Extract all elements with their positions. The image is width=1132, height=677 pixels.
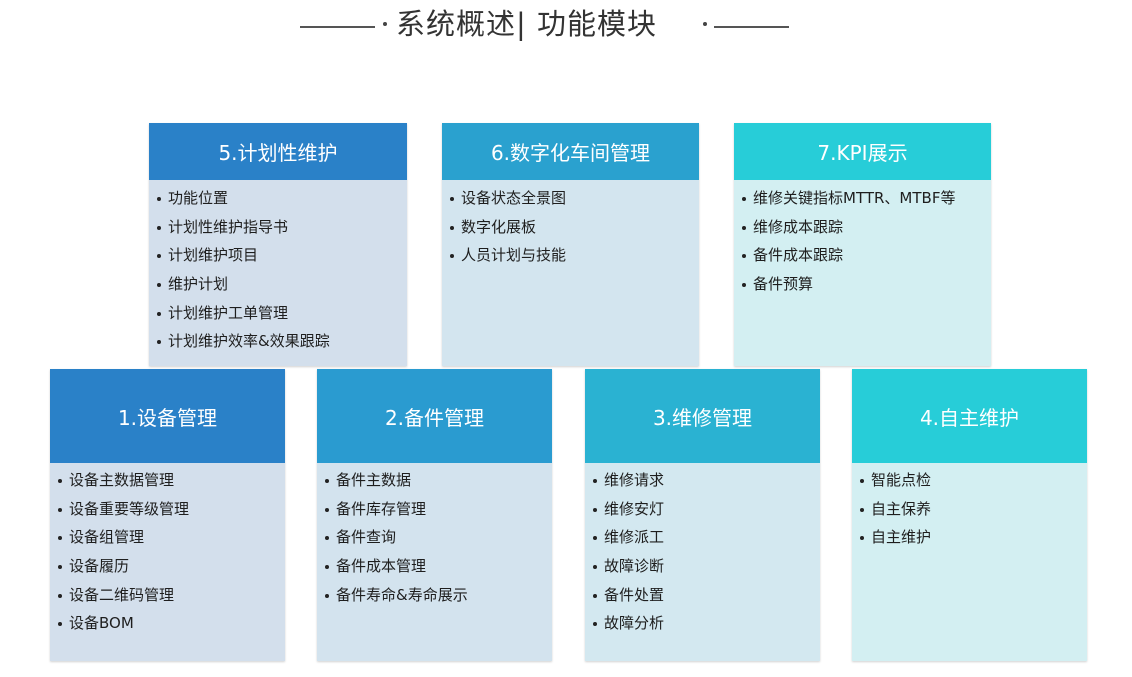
module-item: 维修请求 bbox=[585, 466, 820, 495]
module-item: 备件寿命&寿命展示 bbox=[317, 581, 552, 610]
module-body: 功能位置 计划性维护指导书 计划维护项目 维护计划 计划维护工单管理 计划维护效… bbox=[149, 180, 407, 366]
module-item: 备件成本管理 bbox=[317, 552, 552, 581]
module-title: 4.自主维护 bbox=[919, 405, 1020, 430]
module-item: 备件预算 bbox=[734, 270, 991, 299]
module-header: 1.设备管理 bbox=[50, 369, 285, 463]
module-header: 6.数字化车间管理 bbox=[442, 123, 699, 180]
module-item: 功能位置 bbox=[149, 184, 407, 213]
module-header: 4.自主维护 bbox=[852, 369, 1087, 463]
module-item: 维修派工 bbox=[585, 523, 820, 552]
title-left-dot bbox=[383, 22, 387, 26]
module-item: 设备重要等级管理 bbox=[50, 495, 285, 524]
module-item: 设备履历 bbox=[50, 552, 285, 581]
module-item: 设备BOM bbox=[50, 609, 285, 638]
module-card-equipment: 1.设备管理 设备主数据管理 设备重要等级管理 设备组管理 设备履历 设备二维码… bbox=[50, 369, 285, 661]
module-item: 维护计划 bbox=[149, 270, 407, 299]
module-item: 设备状态全景图 bbox=[442, 184, 699, 213]
module-item: 计划维护项目 bbox=[149, 241, 407, 270]
module-item: 智能点检 bbox=[852, 466, 1087, 495]
module-item: 备件主数据 bbox=[317, 466, 552, 495]
module-header: 5.计划性维护 bbox=[149, 123, 407, 180]
module-header: 2.备件管理 bbox=[317, 369, 552, 463]
module-item: 备件查询 bbox=[317, 523, 552, 552]
module-title: 3.维修管理 bbox=[652, 405, 753, 430]
title-right-dot bbox=[703, 22, 707, 26]
module-item: 设备主数据管理 bbox=[50, 466, 285, 495]
module-item: 备件库存管理 bbox=[317, 495, 552, 524]
module-item: 计划维护工单管理 bbox=[149, 299, 407, 328]
module-item: 自主维护 bbox=[852, 523, 1087, 552]
module-header: 3.维修管理 bbox=[585, 369, 820, 463]
title-left-divider bbox=[300, 26, 375, 28]
module-item: 备件成本跟踪 bbox=[734, 241, 991, 270]
module-item: 设备二维码管理 bbox=[50, 581, 285, 610]
page-title: 系统概述| 功能模块 bbox=[396, 7, 657, 41]
module-body: 智能点检 自主保养 自主维护 bbox=[852, 463, 1087, 661]
module-body: 设备主数据管理 设备重要等级管理 设备组管理 设备履历 设备二维码管理 设备BO… bbox=[50, 463, 285, 661]
module-item: 设备组管理 bbox=[50, 523, 285, 552]
module-title: 2.备件管理 bbox=[384, 405, 485, 430]
module-item: 故障分析 bbox=[585, 609, 820, 638]
section-title-row: 系统概述| 功能模块 bbox=[0, 0, 1132, 52]
module-card-autonomous: 4.自主维护 智能点检 自主保养 自主维护 bbox=[852, 369, 1087, 661]
module-title: 1.设备管理 bbox=[117, 405, 218, 430]
module-item: 维修关键指标MTTR、MTBF等 bbox=[734, 184, 991, 213]
module-title: 7.KPI展示 bbox=[817, 141, 908, 165]
module-card-planned-maintenance: 5.计划性维护 功能位置 计划性维护指导书 计划维护项目 维护计划 计划维护工单… bbox=[149, 123, 407, 366]
title-right-divider bbox=[714, 26, 789, 28]
module-item: 人员计划与技能 bbox=[442, 241, 699, 270]
module-card-repair: 3.维修管理 维修请求 维修安灯 维修派工 故障诊断 备件处置 故障分析 bbox=[585, 369, 820, 661]
module-item: 备件处置 bbox=[585, 581, 820, 610]
module-body: 维修关键指标MTTR、MTBF等 维修成本跟踪 备件成本跟踪 备件预算 bbox=[734, 180, 991, 366]
module-item: 自主保养 bbox=[852, 495, 1087, 524]
module-item: 计划维护效率&效果跟踪 bbox=[149, 327, 407, 356]
module-item: 数字化展板 bbox=[442, 213, 699, 242]
module-item: 维修成本跟踪 bbox=[734, 213, 991, 242]
module-item: 计划性维护指导书 bbox=[149, 213, 407, 242]
module-item: 维修安灯 bbox=[585, 495, 820, 524]
module-card-kpi: 7.KPI展示 维修关键指标MTTR、MTBF等 维修成本跟踪 备件成本跟踪 备… bbox=[734, 123, 991, 366]
module-title: 6.数字化车间管理 bbox=[490, 141, 651, 165]
module-card-digital-workshop: 6.数字化车间管理 设备状态全景图 数字化展板 人员计划与技能 bbox=[442, 123, 699, 366]
module-body: 维修请求 维修安灯 维修派工 故障诊断 备件处置 故障分析 bbox=[585, 463, 820, 661]
module-card-spare-parts: 2.备件管理 备件主数据 备件库存管理 备件查询 备件成本管理 备件寿命&寿命展… bbox=[317, 369, 552, 661]
module-item: 故障诊断 bbox=[585, 552, 820, 581]
module-title: 5.计划性维护 bbox=[218, 141, 338, 165]
module-header: 7.KPI展示 bbox=[734, 123, 991, 180]
module-body: 备件主数据 备件库存管理 备件查询 备件成本管理 备件寿命&寿命展示 bbox=[317, 463, 552, 661]
module-body: 设备状态全景图 数字化展板 人员计划与技能 bbox=[442, 180, 699, 366]
